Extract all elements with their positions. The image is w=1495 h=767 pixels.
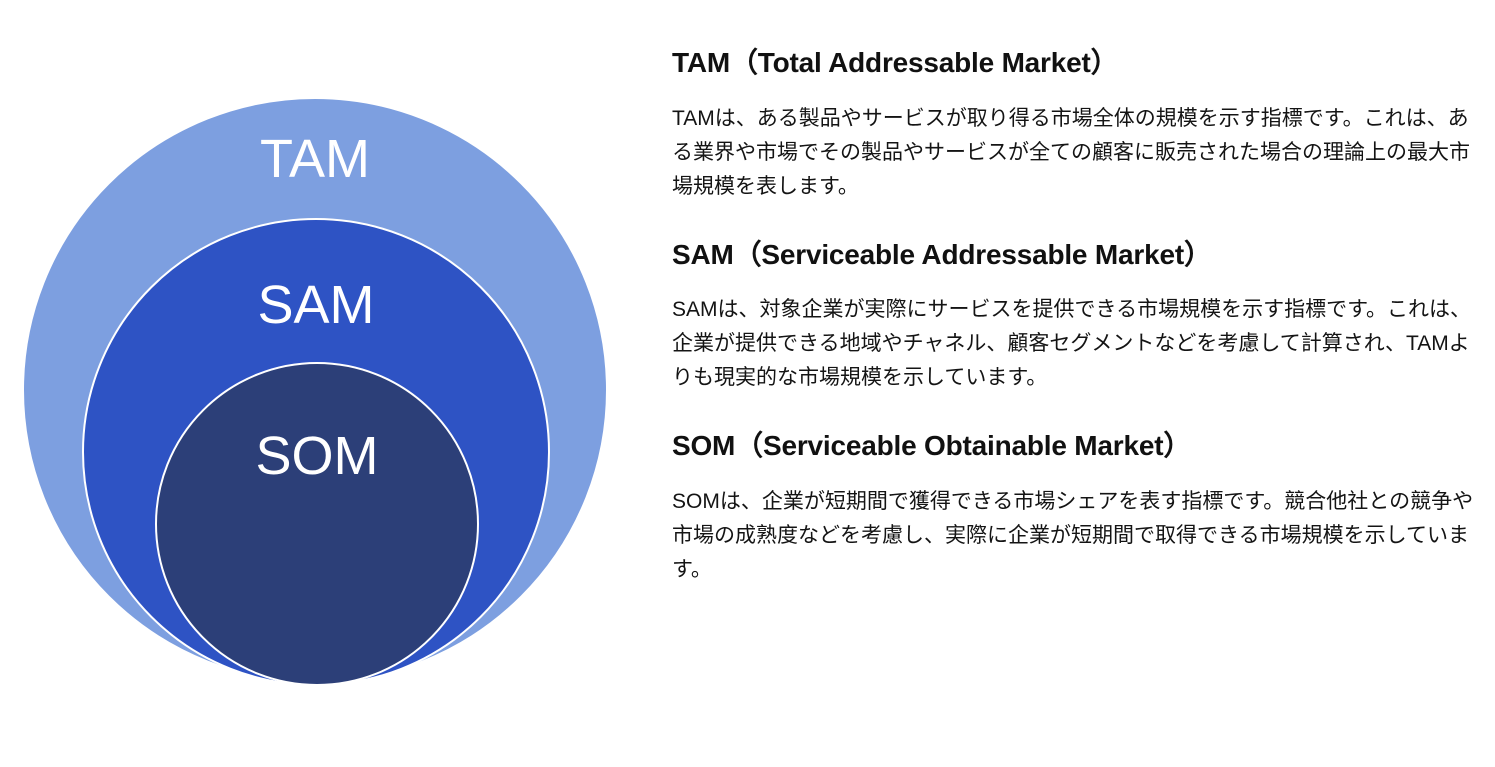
definition-block-som: SOM（Serviceable Obtainable Market） SOMは、… (672, 429, 1484, 587)
tam-circle-label: TAM (260, 129, 370, 189)
definition-heading-som: SOM（Serviceable Obtainable Market） (672, 430, 1192, 462)
definitions-column: TAM（Total Addressable Market） TAMは、ある製品や… (672, 46, 1484, 587)
definition-heading-sam: SAM（Serviceable Addressable Market） (672, 238, 1212, 270)
definition-block-tam: TAM（Total Addressable Market） TAMは、ある製品や… (672, 46, 1484, 204)
nested-circles-diagram: TAM SAM SOM (0, 0, 660, 767)
definition-heading-tam: TAM（Total Addressable Market） (672, 47, 1119, 78)
definition-body-som: SOMは、企業が短期間で獲得できる市場シェアを表す指標です。競合他社との競争や市… (672, 489, 1474, 581)
definition-block-sam: SAM（Serviceable Addressable Market） SAMは… (672, 238, 1484, 396)
definition-body-sam: SAMは、対象企業が実際にサービスを提供できる市場規模を示す指標です。これは、企… (672, 298, 1471, 390)
sam-circle-label: SAM (257, 275, 374, 335)
som-circle-label: SOM (255, 426, 378, 486)
definition-body-tam: TAMは、ある製品やサービスが取り得る市場全体の規模を示す指標です。これは、ある… (672, 106, 1470, 198)
som-circle (155, 362, 479, 686)
